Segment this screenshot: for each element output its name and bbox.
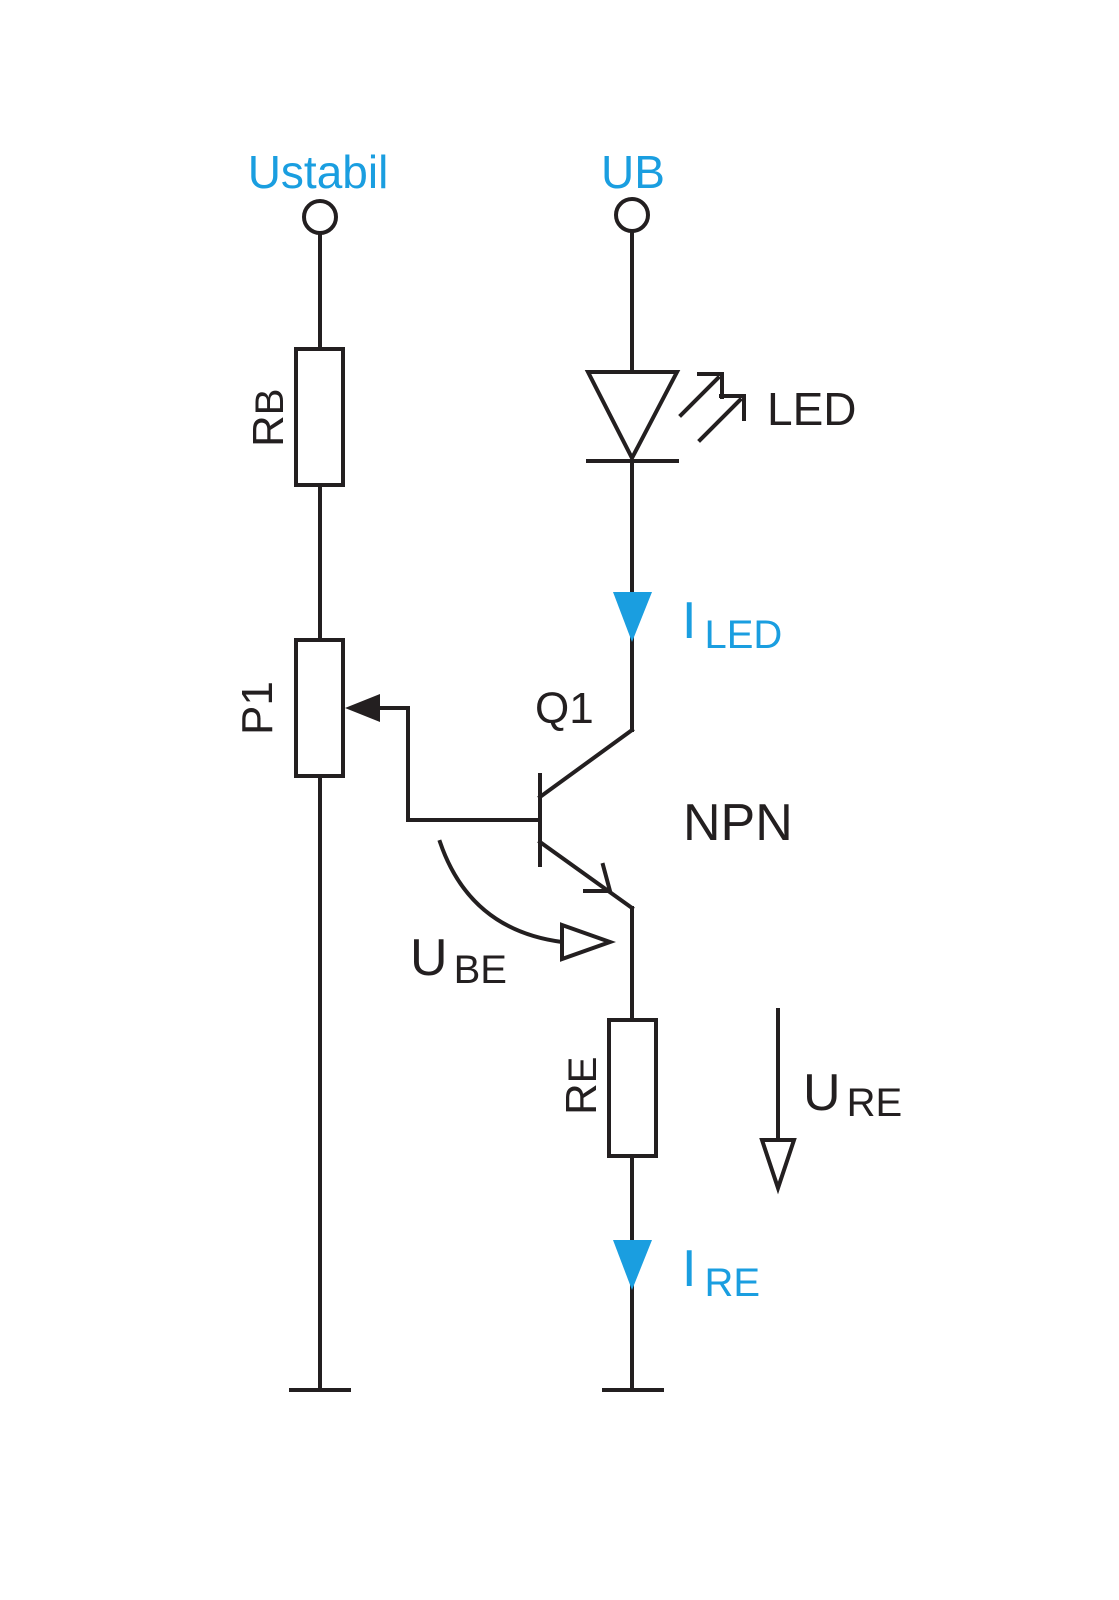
label-re: RE — [557, 1057, 606, 1115]
led-diode-triangle — [584, 370, 681, 463]
wire-wiper-to-base — [373, 706, 542, 822]
voltage-arrow-ube — [437, 839, 565, 945]
resistor-rb — [294, 347, 345, 487]
label-ustabil: Ustabil — [248, 146, 389, 198]
terminal-ub — [614, 197, 650, 233]
led-light-arrows — [678, 372, 746, 443]
label-ub: UB — [601, 146, 665, 198]
potentiometer-p1 — [294, 638, 345, 778]
label-q1: Q1 — [535, 684, 594, 733]
label-rb: RB — [244, 389, 293, 447]
current-arrow-i-led — [613, 592, 652, 642]
transistor-collector — [537, 727, 635, 800]
voltage-arrowhead-ube — [560, 922, 616, 962]
voltage-arrowhead-ure — [759, 1138, 797, 1195]
emitter-arrow — [583, 862, 613, 893]
transistor-emitter — [537, 839, 635, 911]
current-arrow-i-re — [613, 1240, 652, 1290]
label-led: LED — [767, 383, 856, 435]
terminal-ustabil — [302, 199, 338, 235]
label-p1: P1 — [233, 681, 282, 735]
label-npn: NPN — [683, 794, 793, 852]
wiper-arrow — [345, 694, 380, 722]
resistor-re — [607, 1018, 658, 1158]
